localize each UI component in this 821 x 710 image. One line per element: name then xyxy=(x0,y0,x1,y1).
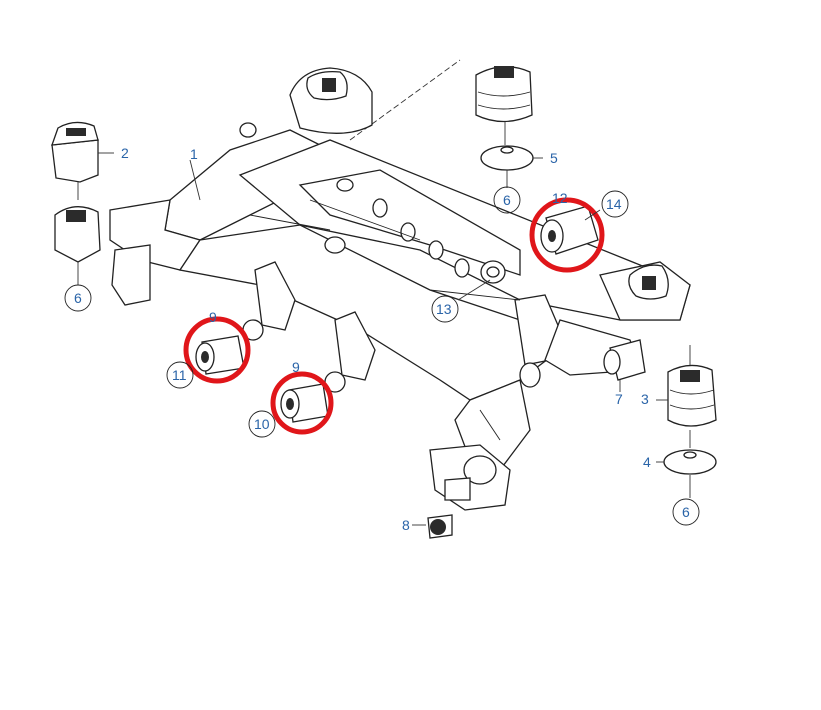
callout-9a: 9 xyxy=(209,309,217,325)
callout-5: 5 xyxy=(550,150,558,166)
callout-3: 3 xyxy=(641,391,649,407)
callout-ring-14 xyxy=(601,190,629,218)
callout-1: 1 xyxy=(190,146,198,162)
part-4-washer xyxy=(663,449,717,498)
callout-12: 12 xyxy=(552,190,568,206)
leader-13 xyxy=(457,279,491,301)
leader-1 xyxy=(189,159,201,201)
part-7-bushing xyxy=(603,339,646,392)
callout-2: 2 xyxy=(121,145,129,161)
highlight-circle-14 xyxy=(529,197,605,273)
callout-11: 11 xyxy=(172,367,187,383)
part-5-mount xyxy=(475,66,543,188)
callout-ring-6c xyxy=(672,498,700,526)
callout-6b: 6 xyxy=(503,192,511,208)
leader-14 xyxy=(584,209,601,221)
callout-ring-11 xyxy=(166,361,194,389)
frame-bushings xyxy=(239,122,541,501)
callout-ring-10 xyxy=(248,410,276,438)
callout-7: 7 xyxy=(615,391,623,407)
part-3-mount xyxy=(667,345,717,448)
callout-8: 8 xyxy=(402,517,410,533)
left-lower-mount xyxy=(54,182,101,285)
part-2-mount xyxy=(51,121,99,183)
callout-10: 10 xyxy=(254,416,270,432)
callout-ring-6b xyxy=(493,186,521,214)
bushing-14 xyxy=(540,205,599,255)
highlight-circle-11 xyxy=(183,316,251,384)
callout-14: 14 xyxy=(606,196,622,212)
highlight-circle-10 xyxy=(270,371,334,435)
callout-6c: 6 xyxy=(682,504,690,520)
callout-ring-6a xyxy=(64,284,92,312)
callout-ring-13 xyxy=(431,295,459,323)
bushing-11 xyxy=(195,335,245,375)
callout-6a: 6 xyxy=(74,290,82,306)
callout-4: 4 xyxy=(643,454,651,470)
bushing-10 xyxy=(280,383,329,423)
subframe-body xyxy=(109,67,691,511)
part-8-bushing xyxy=(412,514,453,539)
callout-13: 13 xyxy=(436,301,452,317)
callout-9b: 9 xyxy=(292,359,300,375)
